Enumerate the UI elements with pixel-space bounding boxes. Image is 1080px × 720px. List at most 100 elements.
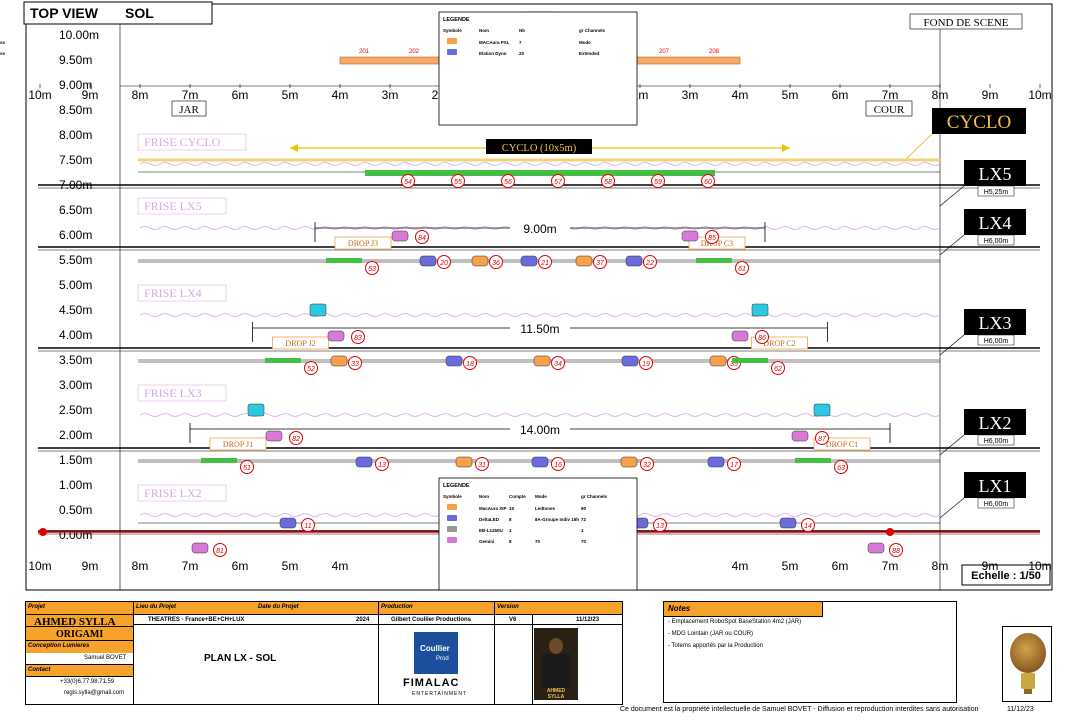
fixture-number-circle [489,255,503,269]
ruler-top-label: 3m [382,88,399,102]
pipe-height-box [977,334,1015,346]
led-strip [201,458,237,463]
fixture-number: 84 [418,235,426,242]
cour-label: COUR [874,104,905,116]
depth-label: 8.00m [59,128,92,142]
production-value: Gilbert Coullier Productions [391,617,472,623]
contact-email: regis.sylla@gmail.com [64,690,125,696]
fixture-number-circle [365,261,379,275]
ruler-top-label: 3m [682,88,699,102]
frise-line [139,413,941,417]
date-label: Date du Projet [258,604,299,610]
ruler-top-label: 8m [932,88,949,102]
fixture [265,430,283,442]
drop-box [209,437,267,451]
fixture [531,456,549,468]
ruler-top-label: 6m [832,88,849,102]
legend-header: gr Channels [579,28,606,33]
fixture [681,230,699,242]
fixture-number: 83 [354,335,362,342]
fixture-number-circle [240,460,254,474]
fixture-number: 52 [307,366,315,373]
ruler-top-label: 5m [282,88,299,102]
ruler-bottom-label: 5m [782,559,799,573]
robospot-icon [813,403,831,417]
cyclo-span-arrow-right [782,144,790,152]
legend-cell: Gemini [479,539,494,544]
legend-cell: MACAura PXL [479,40,510,45]
span-label: 11.50m [520,322,559,336]
coullier-logo: Coullier Prod [414,632,458,674]
version-label: Version [497,604,519,610]
led-strip [326,258,362,263]
fixture-number-circle [701,174,715,188]
fixture-number: 35 [730,361,738,368]
contact-label: Contact [28,667,51,673]
depth-label: 9.00m [59,78,92,92]
fixture [455,456,473,468]
pipe-box-lx5 [964,160,1026,186]
depth-label: 0.00m [59,528,92,542]
fixture-number: 31 [478,462,486,469]
robospot-icon [751,303,769,317]
fixture-number-circle [834,460,848,474]
pipe-leader [939,497,965,519]
depth-label: 10.00m [59,28,99,42]
depth-label: 1.00m [59,478,92,492]
drop-label: DROP J3 [348,239,378,248]
fixture-number-circle [651,174,665,188]
drop-label: DROP C3 [701,239,733,248]
fixture-number: 88 [892,548,900,555]
note-item: - Totems apportés par la Production [668,643,763,649]
fixture-number-circle [815,431,829,445]
projet-name: AHMED SYLLA [34,616,116,628]
pipe-height: H6,00m [984,438,1009,445]
fixture-number: 19 [642,361,650,368]
fixture-number: 58 [604,179,612,186]
depth-label: 3.00m [59,378,92,392]
fixture-number: 87 [818,436,827,443]
fixture [731,330,749,342]
fixture [791,430,809,442]
fixture-number: 16 [554,462,562,469]
frise-label: FRISE CYCLO [144,135,221,149]
fixture-number: 33 [351,361,359,368]
legend-bottom [438,477,638,591]
fixture-number-circle [601,174,615,188]
fixture-number: 13 [656,523,664,530]
lx5-led-strip [365,170,715,176]
pipe-leader [939,185,965,207]
ruler-top-label: 10m [1028,88,1051,102]
ruler-top-label: 8m [132,88,149,102]
legend-cell: Elation Dyno [479,51,507,56]
legend-cell: EB-L1250U [479,528,503,533]
fixture-number-circle [348,356,362,370]
fixture-number: 22 [645,260,654,267]
depth-label: 1.50m [59,453,92,467]
fixture-number-circle [304,361,318,375]
span-label: 14.00m [520,423,560,437]
plan-elements: 10.00m9.50m9.00m8.50m8.00m7.50m7.00m6.50… [0,11,1052,591]
drop-label: DROP J2 [285,339,315,348]
fixture-number-circle [213,543,227,557]
depth-label: 4.00m [59,328,92,342]
fixture [520,255,538,267]
scale-label: Echelle : 1/50 [971,570,1041,582]
lieu-label: Lieu du Projet [136,604,177,610]
note-item: - Emplacement RoboSpot BaseStation 4m2 (… [668,619,802,625]
depth-label: 8.50m [59,103,92,117]
ruler-bottom-label: 5m [282,559,299,573]
legend-cell: 8 [509,539,512,544]
depth-label: 9.50m [59,53,92,67]
ruler-top-label: 4m [732,88,749,102]
stage-marker-icon [886,528,894,536]
fixture-number-circle [501,174,515,188]
pipe-height-box [977,497,1015,509]
fixture-number: 53 [368,266,376,273]
jar-label: JAR [179,104,199,116]
depth-label: 5.00m [59,278,92,292]
pipe-box-lx1 [964,472,1026,498]
legend-symbol [447,38,457,44]
fixture [779,517,797,529]
fixture-number-circle [551,457,565,471]
